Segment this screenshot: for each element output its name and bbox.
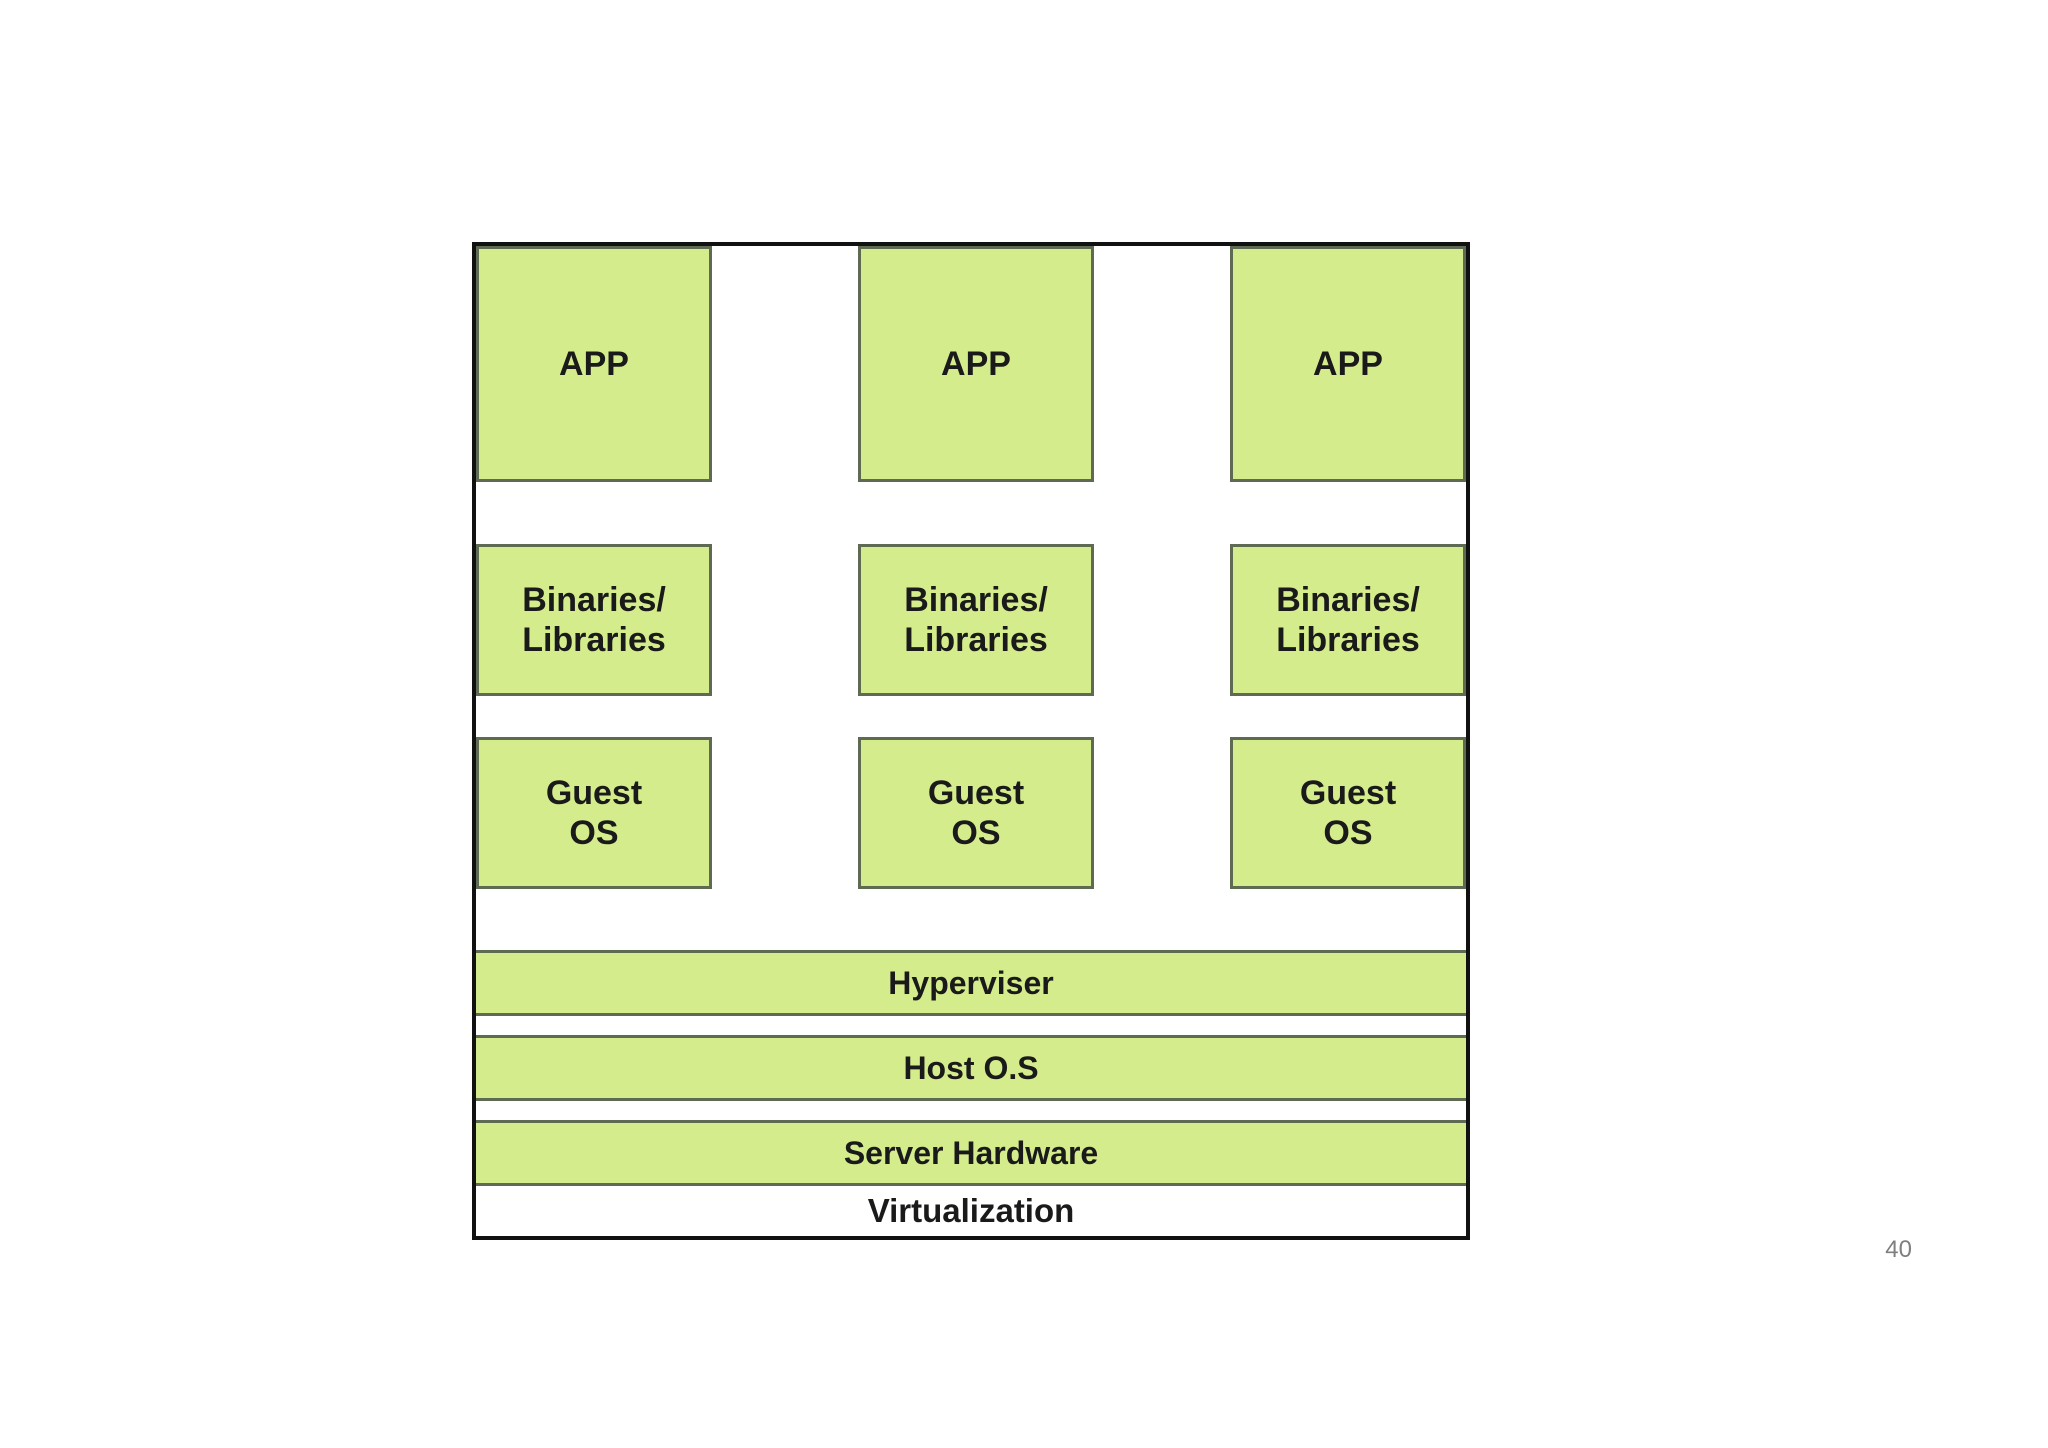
libraries-label: Binaries/ Libraries [522, 581, 666, 659]
libraries-label: Binaries/ Libraries [904, 581, 1048, 659]
server-hardware-label: Server Hardware [843, 1134, 1099, 1171]
libraries-label: Binaries/ Libraries [1276, 581, 1420, 659]
virtualization-diagram: APP Binaries/ Libraries Guest OS APP Bin… [472, 242, 1470, 1240]
server-hardware-layer: Server Hardware [476, 1120, 1466, 1186]
host-os-label: Host O.S [903, 1049, 1039, 1086]
host-os-layer: Host O.S [476, 1035, 1466, 1101]
page-number: 40 [1885, 1236, 1912, 1263]
guest-os-box-2: Guest OS [858, 737, 1094, 889]
hypervisor-layer: Hyperviser [476, 950, 1466, 1016]
guest-os-label: Guest OS [545, 774, 643, 852]
guest-os-box-1: Guest OS [476, 737, 712, 889]
app-label: APP [1313, 345, 1383, 383]
app-box-2: APP [858, 246, 1094, 482]
app-label: APP [559, 345, 629, 383]
libraries-box-1: Binaries/ Libraries [476, 544, 712, 696]
guest-os-box-3: Guest OS [1230, 737, 1466, 889]
hypervisor-label: Hyperviser [888, 964, 1054, 1001]
guest-os-label: Guest OS [1299, 774, 1397, 852]
app-box-1: APP [476, 246, 712, 482]
guest-os-label: Guest OS [927, 774, 1025, 852]
app-box-3: APP [1230, 246, 1466, 482]
libraries-box-3: Binaries/ Libraries [1230, 544, 1466, 696]
libraries-box-2: Binaries/ Libraries [858, 544, 1094, 696]
app-label: APP [941, 345, 1011, 383]
diagram-caption: Virtualization [867, 1192, 1075, 1229]
